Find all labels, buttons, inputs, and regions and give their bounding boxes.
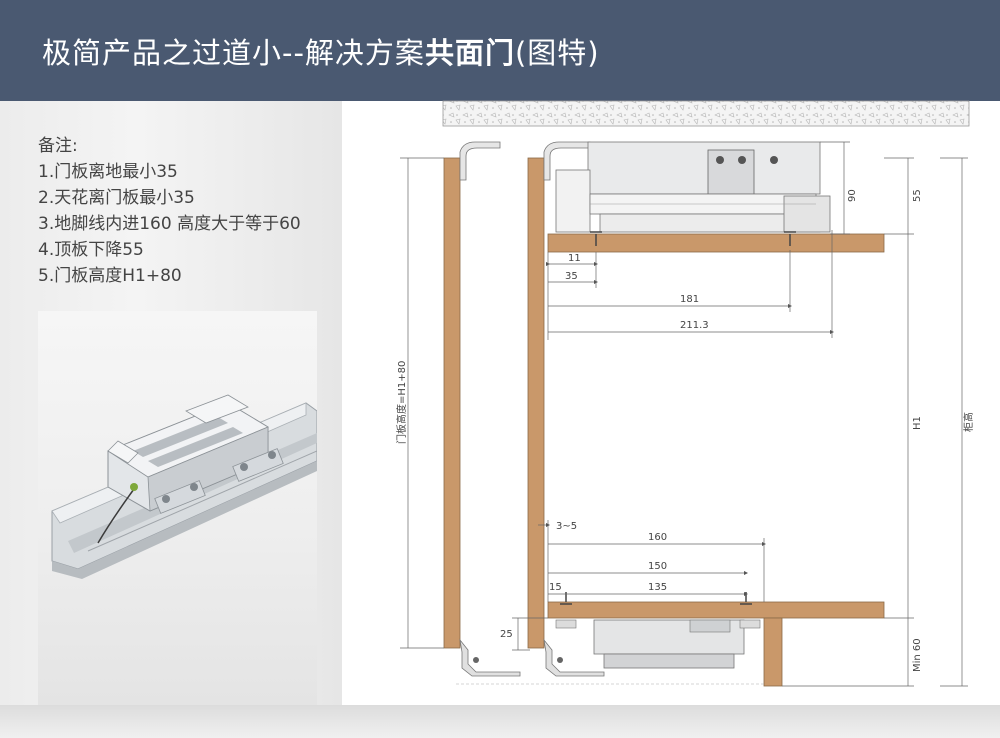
- dim-15: 15: [549, 582, 562, 593]
- dim-11: 11: [568, 253, 581, 264]
- dim-150: 150: [648, 561, 667, 572]
- dim-3to5: 3~5: [556, 521, 577, 532]
- top-track-housing: [587, 141, 821, 195]
- left-door-panel: [443, 157, 461, 649]
- track-hardware-photo: [38, 311, 318, 706]
- plinth-board: [763, 617, 783, 687]
- bottom-board: [547, 601, 885, 619]
- notes-heading: 备注:: [38, 136, 78, 156]
- dim-min60: Min 60: [912, 638, 923, 672]
- ceiling-slab: [442, 100, 970, 127]
- dim-160: 160: [648, 532, 667, 543]
- dim-cabinet-height: 柜高: [962, 412, 975, 432]
- right-door-panel: [527, 157, 545, 649]
- title-bold: 共面门: [424, 36, 515, 70]
- note-item-5: 5.门板高度H1+80: [38, 266, 182, 286]
- dim-35: 35: [565, 271, 578, 282]
- page-title: 极简产品之过道小--解决方案共面门(图特): [42, 30, 600, 72]
- note-item-4: 4.顶板下降55: [38, 240, 144, 260]
- left-top-hook: [459, 141, 501, 181]
- notes-block: 备注: 1.门板离地最小35 2.天花离门板最小35 3.地脚线内进160 高度…: [38, 133, 301, 289]
- dim-211: 211.3: [680, 320, 709, 331]
- note-item-1: 1.门板离地最小35: [38, 162, 178, 182]
- title-tail: (图特): [514, 36, 600, 70]
- dim-25: 25: [500, 629, 513, 640]
- dim-181: 181: [680, 294, 699, 305]
- dim-135: 135: [648, 582, 667, 593]
- title-plain: 极简产品之过道小--解决方案: [42, 36, 425, 70]
- header-bar: 极简产品之过道小--解决方案共面门(图特): [0, 0, 1000, 101]
- footer-shadow: [0, 705, 1000, 738]
- dim-h1: H1: [912, 416, 923, 430]
- top-board: [547, 233, 885, 253]
- note-item-2: 2.天花离门板最小35: [38, 188, 195, 208]
- roller-bracket: [707, 149, 755, 195]
- dim-90: 90: [847, 189, 858, 202]
- dim-55: 55: [912, 189, 923, 202]
- note-item-3: 3.地脚线内进160 高度大于等于60: [38, 214, 301, 234]
- dim-door-height: 门板高度=H1+80: [395, 361, 408, 444]
- track-illustration: [51, 394, 318, 579]
